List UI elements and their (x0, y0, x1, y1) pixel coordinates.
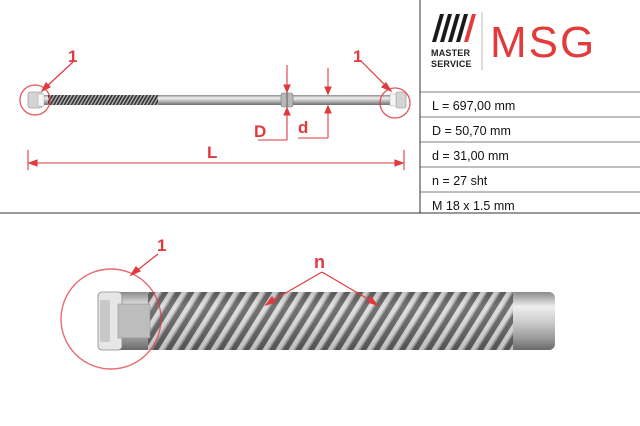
teeth-count-label: n (314, 252, 325, 272)
rack-detail (97, 291, 555, 351)
brand-logo-mark (432, 12, 483, 70)
length-dimension (27, 150, 405, 170)
spec-big-diameter: D = 50,70 mm (432, 124, 511, 138)
spec-small-diameter: d = 31,00 mm (432, 149, 509, 163)
brand-line-master: MASTER (431, 48, 471, 58)
spec-teeth-count: n = 27 sht (432, 174, 488, 188)
callout-label-right-end: 1 (353, 47, 362, 66)
detail-callout-arrows (129, 253, 379, 307)
right-end-cap (395, 91, 407, 109)
right-end-highlight (379, 87, 411, 119)
rack-teeth-section (48, 95, 158, 105)
spec-thread: M 18 x 1.5 mm (432, 199, 515, 213)
callout-label-left-end: 1 (68, 47, 77, 66)
rack-overview (27, 91, 407, 109)
left-end-highlight (19, 84, 51, 116)
small-diameter-label: d (298, 118, 308, 137)
spec-length: L = 697,00 mm (432, 99, 516, 113)
length-label: L (207, 143, 217, 162)
callout-arrows-top (40, 61, 393, 93)
big-diameter-label: D (254, 122, 266, 141)
detail-callout-label: 1 (157, 236, 166, 255)
brand-name: MSG (490, 18, 596, 67)
diameter-dimension-lines (258, 65, 332, 141)
detail-end-highlight (60, 268, 162, 370)
brand-line-service: SERVICE (431, 59, 472, 69)
spec-row-separators (420, 91, 640, 193)
